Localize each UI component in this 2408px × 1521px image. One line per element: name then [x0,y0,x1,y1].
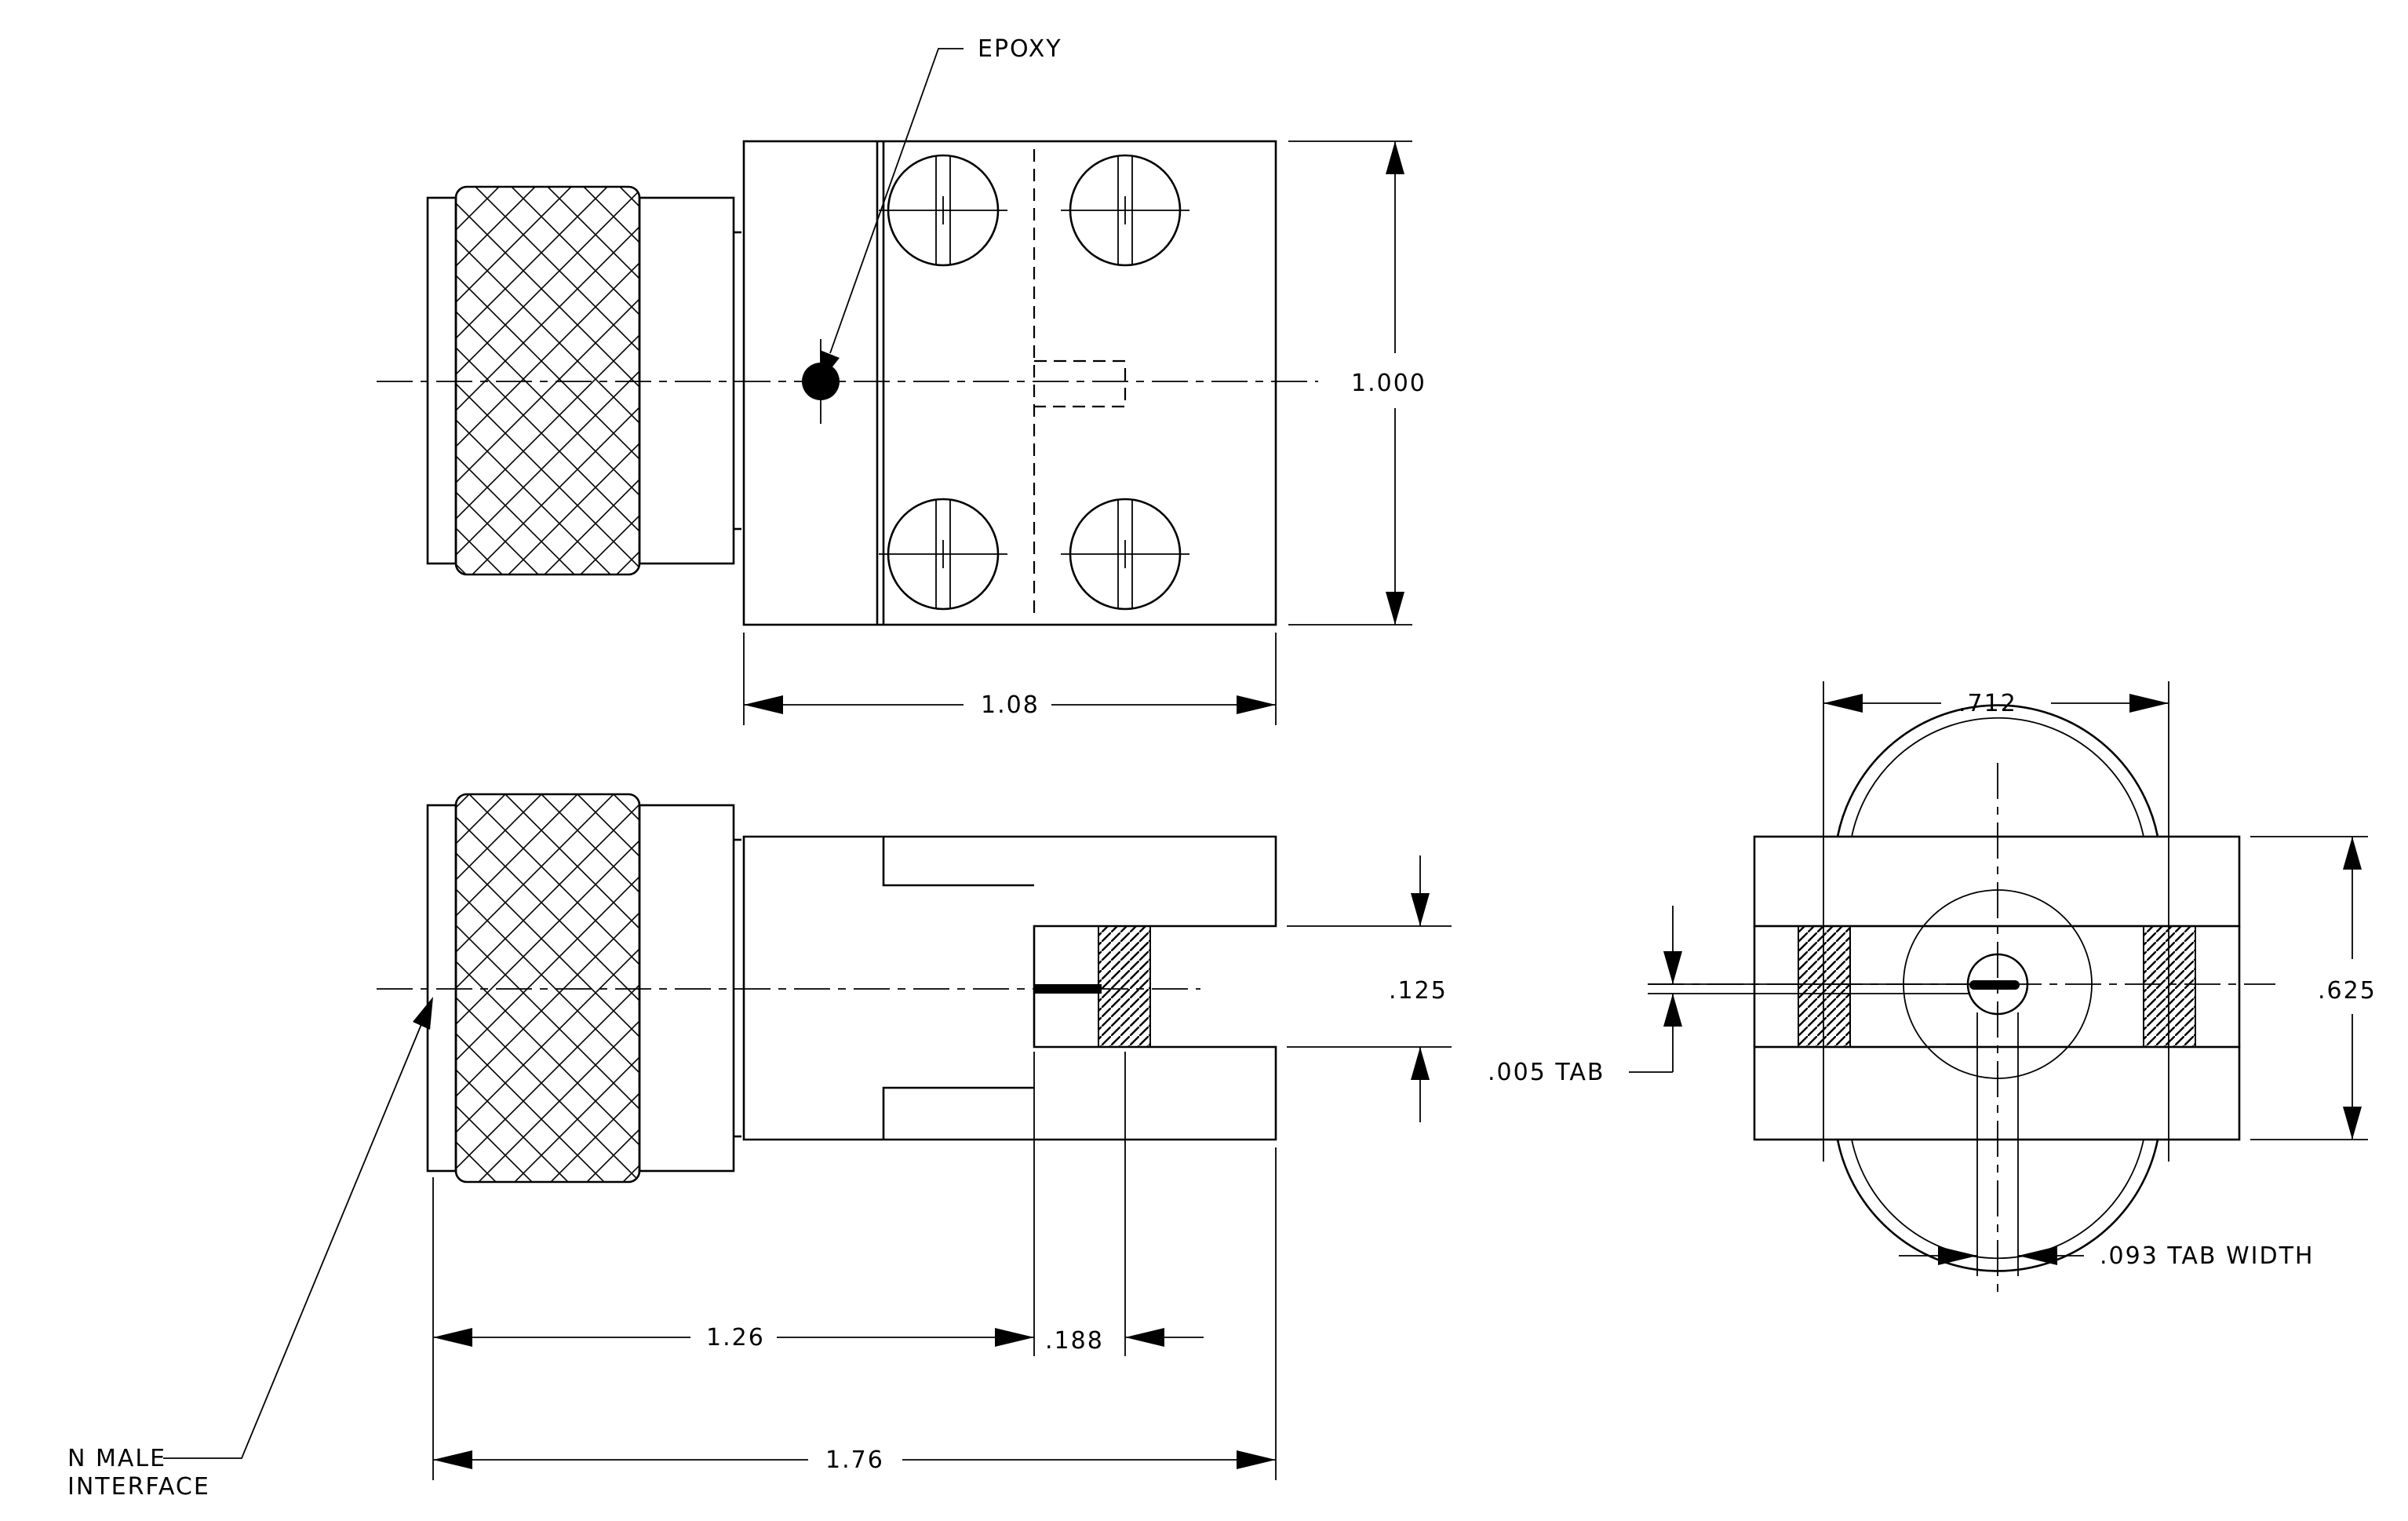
end-block-top [1753,835,2241,928]
dim-108-label: 1.08 [981,691,1040,719]
dim-625-label: .625 [2318,977,2377,1005]
screw-top-right [1061,154,1189,267]
connector-body [638,196,735,565]
screw-bottom-right [1061,498,1189,611]
dim-005-tab-label: .005 TAB [1488,1059,1605,1086]
side-knurled-nut [454,793,641,1184]
dim-093-tab-width-label: .093 TAB WIDTH [2100,1242,2314,1270]
end-tab [1969,980,2020,990]
screw-bottom-left [879,498,1007,611]
dim-125-label: .125 [1389,977,1448,1005]
end-screw-right [2143,925,2196,1048]
dim-188-label: .188 [1045,1327,1104,1355]
dim-1000-label: 1.000 [1351,370,1426,397]
knurled-nut [454,185,641,576]
end-view: .712 .625 .005 TAB .093 TAB WIDTH [1488,681,2377,1295]
side-nut-flange [426,804,457,1173]
side-connector-body [638,804,735,1173]
top-view: EPOXY 1.000 1.08 [377,35,1426,725]
n-male-label-line1: N MALE [67,1445,166,1472]
screw-top-left [879,154,1007,267]
side-view: .125 1.26 .188 1.76 N MALE INTERFACE [67,793,1452,1501]
n-male-label-line2: INTERFACE [67,1473,210,1501]
epoxy-label: EPOXY [978,35,1062,63]
clamp-profile [742,835,1277,1141]
dim-126-label: 1.26 [706,1324,765,1351]
end-block-bottom [1753,1045,2241,1141]
threaded-screw [1098,925,1151,1048]
dim-712-label: .712 [1958,690,2017,717]
dim-176-label: 1.76 [825,1446,884,1474]
nut-flange [426,196,457,565]
mount-block [742,140,1277,626]
end-screw-left [1798,925,1851,1048]
